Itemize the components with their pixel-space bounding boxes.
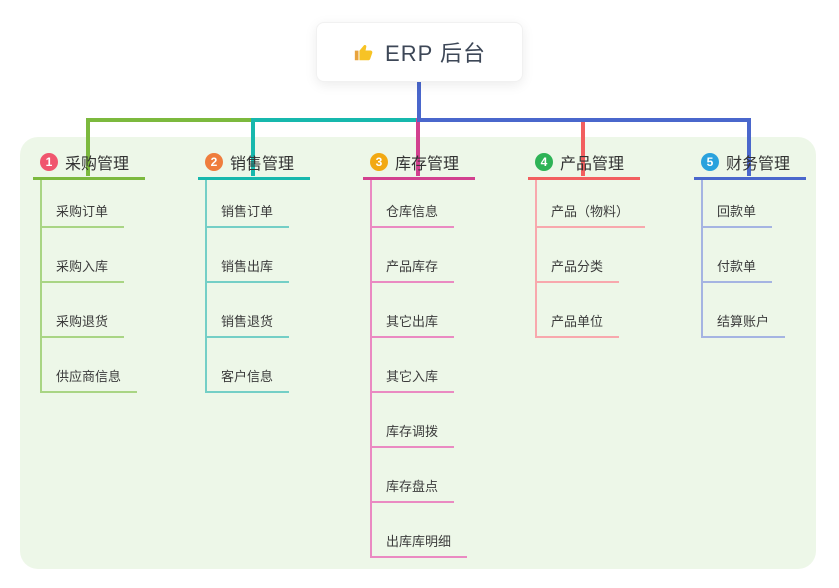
branch: 1 采购管理 采购订单 采购入库 采购退货 供应商信息 bbox=[33, 147, 145, 393]
child-node[interactable]: 客户信息 bbox=[207, 366, 290, 393]
child-node-row: 仓库信息 bbox=[372, 180, 475, 228]
child-node-row: 销售订单 bbox=[207, 180, 310, 228]
branch-children: 采购订单 采购入库 采购退货 供应商信息 bbox=[40, 180, 145, 393]
child-node-row: 采购入库 bbox=[42, 228, 145, 283]
branch-drop-line bbox=[581, 118, 585, 176]
child-node[interactable]: 采购入库 bbox=[42, 256, 125, 283]
branch-title-2[interactable]: 2 销售管理 bbox=[198, 147, 310, 180]
child-node[interactable]: 销售出库 bbox=[207, 256, 290, 283]
child-node[interactable]: 供应商信息 bbox=[42, 366, 138, 393]
branch-children: 仓库信息 产品库存 其它出库 其它入库 库存调拨 库存盘点 出库库明细 bbox=[370, 180, 475, 558]
branch-children: 产品（物料） 产品分类 产品单位 bbox=[535, 180, 646, 338]
root-node-label: ERP 后台 bbox=[385, 41, 486, 66]
child-node[interactable]: 仓库信息 bbox=[372, 201, 455, 228]
child-node-row: 产品（物料） bbox=[537, 180, 646, 228]
child-node-row: 付款单 bbox=[703, 228, 806, 283]
branch-number-badge: 1 bbox=[40, 153, 58, 171]
branch: 3 库存管理 仓库信息 产品库存 其它出库 其它入库 库存调拨 库存盘点 出库库… bbox=[363, 147, 475, 558]
branch: 2 销售管理 销售订单 销售出库 销售退货 客户信息 bbox=[198, 147, 310, 393]
child-node-row: 库存盘点 bbox=[372, 448, 475, 503]
root-stem-line bbox=[417, 82, 421, 122]
child-node-row: 结算账户 bbox=[703, 283, 806, 338]
branch-title-4[interactable]: 4 产品管理 bbox=[528, 147, 640, 180]
branch-number-badge: 5 bbox=[701, 153, 719, 171]
branch-drop-line bbox=[86, 118, 90, 176]
child-node[interactable]: 销售订单 bbox=[207, 201, 290, 228]
child-node-row: 销售退货 bbox=[207, 283, 310, 338]
branch-drop-line bbox=[747, 118, 751, 176]
child-node-row: 销售出库 bbox=[207, 228, 310, 283]
child-node-row: 产品分类 bbox=[537, 228, 645, 283]
child-node[interactable]: 其它入库 bbox=[372, 366, 455, 393]
branch-children: 回款单 付款单 结算账户 bbox=[701, 180, 806, 338]
thumbs-up-icon bbox=[353, 41, 375, 63]
branch-title-1[interactable]: 1 采购管理 bbox=[33, 147, 145, 180]
root-node[interactable]: ERP 后台 bbox=[316, 22, 523, 82]
branch-number-badge: 4 bbox=[535, 153, 553, 171]
branch-drop-line bbox=[251, 118, 255, 176]
branch-drop-line bbox=[416, 118, 420, 176]
child-node-row: 出库库明细 bbox=[372, 503, 475, 558]
branch-title-5[interactable]: 5 财务管理 bbox=[694, 147, 806, 180]
child-node[interactable]: 库存盘点 bbox=[372, 476, 455, 503]
child-node[interactable]: 付款单 bbox=[703, 256, 773, 283]
child-node-row: 供应商信息 bbox=[42, 338, 145, 393]
child-node[interactable]: 产品分类 bbox=[537, 256, 620, 283]
child-node[interactable]: 其它出库 bbox=[372, 311, 455, 338]
branch: 5 财务管理 回款单 付款单 结算账户 bbox=[694, 147, 806, 338]
child-node[interactable]: 销售退货 bbox=[207, 311, 290, 338]
branches-panel-background bbox=[20, 137, 816, 569]
branch-children: 销售订单 销售出库 销售退货 客户信息 bbox=[205, 180, 310, 393]
branch-number-badge: 3 bbox=[370, 153, 388, 171]
branch-title-3[interactable]: 3 库存管理 bbox=[363, 147, 475, 180]
child-node[interactable]: 回款单 bbox=[703, 201, 773, 228]
child-node[interactable]: 产品库存 bbox=[372, 256, 455, 283]
branch-label: 产品管理 bbox=[560, 156, 625, 173]
child-node-row: 客户信息 bbox=[207, 338, 310, 393]
branch: 4 产品管理 产品（物料） 产品分类 产品单位 bbox=[528, 147, 646, 338]
branch-label: 库存管理 bbox=[395, 156, 460, 173]
child-node-row: 其它出库 bbox=[372, 283, 475, 338]
child-node-row: 产品库存 bbox=[372, 228, 475, 283]
child-node-row: 回款单 bbox=[703, 180, 806, 228]
child-node-row: 其它入库 bbox=[372, 338, 475, 393]
child-node[interactable]: 采购退货 bbox=[42, 311, 125, 338]
child-node[interactable]: 采购订单 bbox=[42, 201, 125, 228]
child-node-row: 采购退货 bbox=[42, 283, 145, 338]
child-node[interactable]: 产品单位 bbox=[537, 311, 620, 338]
child-node[interactable]: 出库库明细 bbox=[372, 531, 468, 558]
child-node[interactable]: 结算账户 bbox=[703, 311, 786, 338]
branch-number-badge: 2 bbox=[205, 153, 223, 171]
child-node-row: 产品单位 bbox=[537, 283, 645, 338]
branch-bus-line bbox=[417, 118, 751, 122]
branch-bus-line bbox=[251, 118, 421, 122]
child-node[interactable]: 产品（物料） bbox=[537, 201, 646, 228]
branch-label: 财务管理 bbox=[726, 156, 791, 173]
child-node-row: 库存调拨 bbox=[372, 393, 475, 448]
child-node[interactable]: 库存调拨 bbox=[372, 421, 455, 448]
branch-label: 销售管理 bbox=[230, 156, 295, 173]
child-node-row: 采购订单 bbox=[42, 180, 145, 228]
branch-label: 采购管理 bbox=[65, 156, 130, 173]
